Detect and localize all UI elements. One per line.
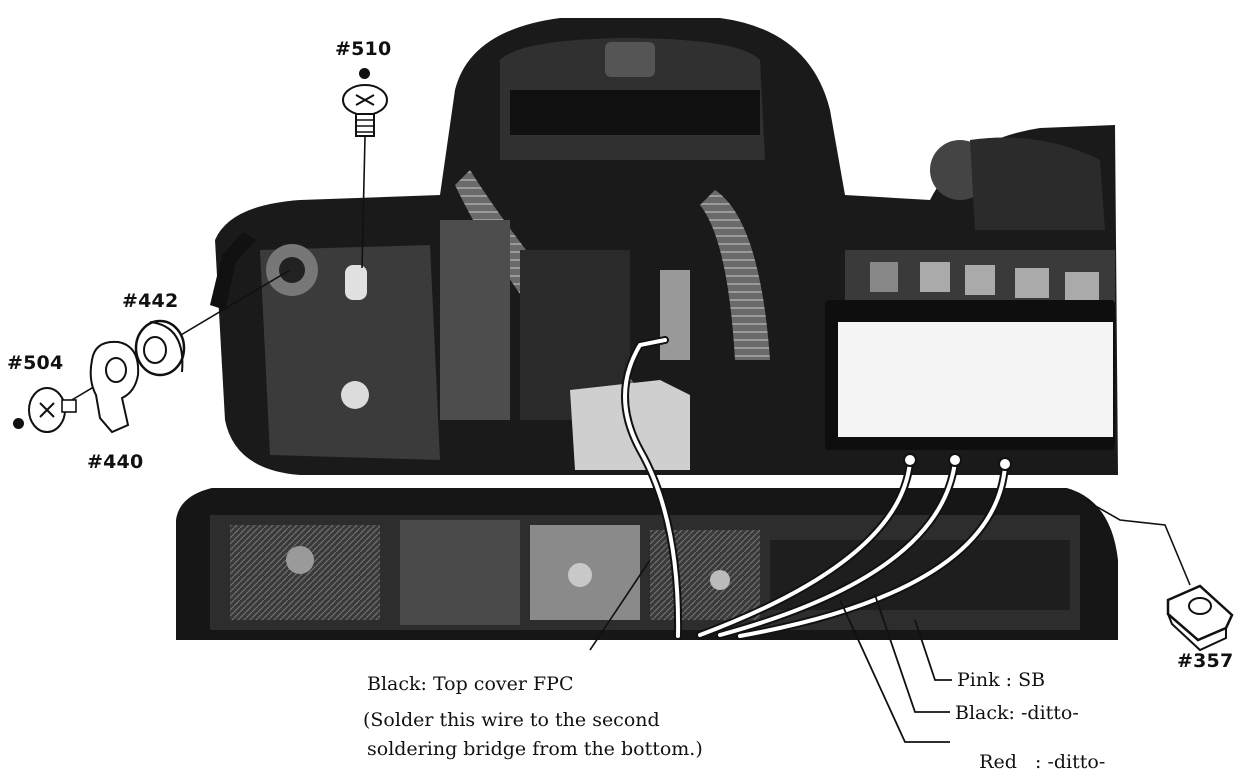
part-label-440: #440 [87, 451, 144, 473]
leader-357 [1084, 499, 1191, 586]
leader-black [874, 594, 950, 713]
part-label-510: #510 [335, 38, 392, 60]
wire-note-pink: Pink : SB [957, 671, 1045, 690]
fpc-note-line-1: Black: Top cover FPC [367, 673, 574, 695]
leader-fpc-note [589, 559, 651, 651]
wire-color-name: Pink [957, 669, 1000, 691]
wire-separator: : [999, 669, 1019, 691]
part-label-504: #504 [7, 352, 64, 374]
wire-target: -ditto- [1047, 751, 1106, 773]
wire-separator: : [1016, 751, 1048, 773]
lower-chassis [176, 485, 1118, 640]
part-label-442: #442 [122, 290, 179, 312]
strap-lug [210, 232, 256, 310]
wire-target: SB [1018, 669, 1046, 691]
screw-510 [342, 84, 388, 269]
screw-504-marker-dot [13, 418, 24, 429]
wire-separator: : [1008, 702, 1021, 724]
screw-510-marker-dot [359, 68, 370, 79]
wire-note-red: Red : -ditto- [955, 734, 1105, 774]
leader-red [839, 599, 950, 743]
nut-357 [1166, 584, 1234, 652]
screw-504 [28, 387, 77, 433]
wire-color-name: Black [955, 702, 1009, 724]
fpc-note-line-3: soldering bridge from the bottom.) [367, 738, 703, 760]
fpc-note-line-2: (Solder this wire to the second [363, 709, 660, 731]
leader-pink [914, 619, 952, 681]
top-cover-body [215, 18, 1118, 475]
part-label-357: #357 [1177, 650, 1234, 672]
washer-442 [134, 319, 186, 377]
wire-target: -ditto- [1020, 702, 1079, 724]
plate-440 [89, 340, 140, 434]
wire-note-black: Black: -ditto- [955, 704, 1079, 723]
wire-color-name: Red [979, 751, 1017, 773]
